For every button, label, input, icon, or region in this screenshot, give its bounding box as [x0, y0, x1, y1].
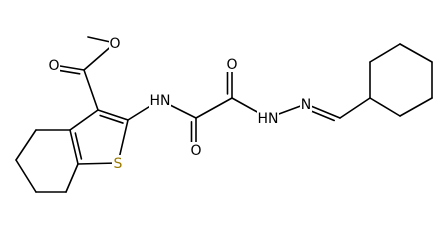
oxalyl-oxygen-bottom: O	[190, 143, 201, 159]
double-bond-C3a-C7a	[74, 132, 83, 160]
ester-carbonyl-oxygen-mask	[48, 57, 60, 73]
imine-nitrogen-mask	[300, 96, 312, 112]
double-bond-Ce-Oc	[56, 69, 81, 75]
bond-Ch3-Ch4	[399, 43, 433, 63]
chemical-structure-diagram: O O HN O HN N O S	[15, 35, 433, 193]
oxalyl-oxygen-top-mask	[226, 56, 238, 72]
hydrazide-nh: HN	[258, 111, 279, 127]
bond-Ce-C3	[83, 69, 99, 111]
bond-Cim-Ch1	[339, 97, 371, 119]
bond-Ch6-Ch1	[369, 97, 401, 117]
ester-methoxy-oxygen-mask	[109, 35, 121, 51]
bond-Cox1-Cox2	[195, 97, 233, 119]
ester-carbonyl-oxygen: O	[48, 58, 59, 74]
hydrazide-nh-mask	[257, 110, 279, 126]
bond-C3-C3a	[69, 109, 99, 131]
bond-layer	[15, 36, 433, 193]
bond-C7a-S1	[77, 162, 119, 165]
thiophene-sulfur-mask	[112, 155, 124, 171]
ester-methoxy-oxygen: O	[109, 36, 120, 52]
atom-label-layer: O O HN O HN N O S	[48, 35, 312, 172]
bond-C7-C7a	[65, 163, 79, 193]
double-bond-N3-Cim	[307, 109, 336, 122]
bond-C3a-C7a	[69, 129, 79, 165]
imine-nitrogen: N	[301, 97, 311, 113]
bond-C4-C5	[15, 129, 37, 161]
double-bond-C3-C2	[99, 114, 124, 124]
oxalyl-oxygen-top: O	[226, 57, 237, 73]
bond-Ch2-Ch3	[369, 43, 401, 63]
bond-C3-C2	[97, 109, 129, 121]
amide-nh-mask	[149, 92, 171, 108]
oxalyl-oxygen-bottom-mask	[190, 142, 202, 158]
amide-nh: HN	[150, 93, 171, 109]
thiophene-sulfur: S	[114, 156, 123, 172]
bond-C5-C6	[15, 159, 37, 193]
bond-Ch5-Ch6	[399, 97, 433, 117]
